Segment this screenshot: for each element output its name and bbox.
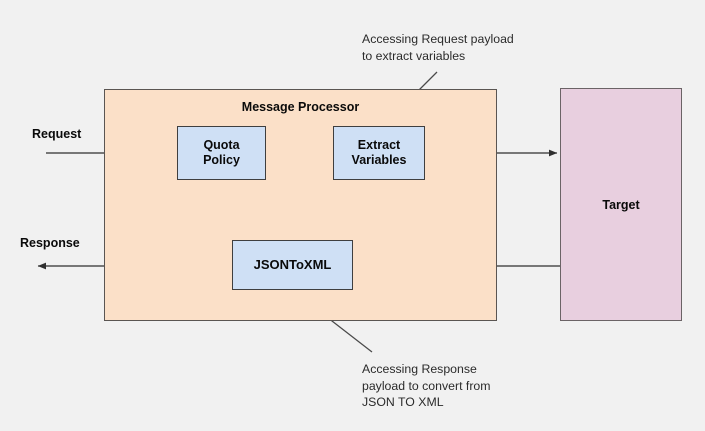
- message-processor-title: Message Processor: [241, 100, 360, 114]
- target-label: Target: [602, 197, 640, 212]
- response-annotation-text: Accessing Response payload to convert fr…: [362, 362, 491, 410]
- extract-variables-box[interactable]: Extract Variables: [333, 126, 425, 180]
- request-label: Request: [32, 127, 82, 141]
- request-annotation-text: Accessing Request payload to extract var…: [362, 32, 514, 63]
- response-label: Response: [20, 236, 80, 250]
- quota-policy-box[interactable]: Quota Policy: [177, 126, 266, 180]
- jsontoxml-box[interactable]: JSONToXML: [232, 240, 353, 290]
- target-container: [560, 88, 682, 321]
